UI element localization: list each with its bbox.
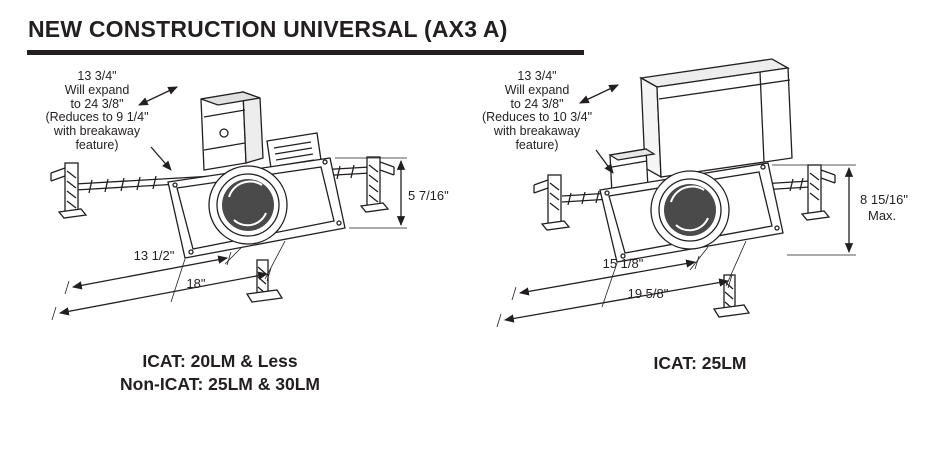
left-mounting-bracket <box>50 162 88 219</box>
note-line: Will expand <box>64 82 130 97</box>
left-width-inner-dimension-label: 13 1/2" <box>133 248 175 263</box>
left-width-outer-dimension-label: 18" <box>186 276 206 291</box>
front-mounting-foot <box>712 274 751 318</box>
width-dimension-outer <box>51 240 286 321</box>
light-aperture <box>208 165 288 245</box>
light-aperture <box>650 170 730 250</box>
note-line: with breakaway <box>493 124 581 139</box>
junction-box <box>200 91 264 171</box>
right-fixture-drawing <box>496 58 856 328</box>
right-height-dimension-label: 8 15/16" <box>860 192 908 207</box>
right-height-dimension-suffix: Max. <box>868 208 897 223</box>
caption-line: ICAT: 25LM <box>653 353 747 373</box>
right-expand-note: 13 3/4" Will expand to 24 3/8" (Reduces … <box>468 69 606 153</box>
right-width-outer-dimension-label: 19 5/8" <box>627 286 669 301</box>
caption-line: Non-ICAT: 25LM & 30LM <box>120 374 320 394</box>
width-dimension-outer <box>496 240 747 328</box>
title-underline <box>27 50 584 55</box>
note-line: 13 3/4" <box>517 69 557 83</box>
plenum-box <box>639 58 793 179</box>
left-fixture-drawing <box>50 86 407 321</box>
height-dimension <box>772 164 856 256</box>
note-line: (Reduces to 10 3/4" <box>481 110 593 125</box>
note-line: feature) <box>75 137 119 152</box>
caption-line: ICAT: 20LM & Less <box>142 351 298 371</box>
note-leader-arrow <box>595 149 614 174</box>
right-mounting-bracket <box>359 156 395 213</box>
note-line: 13 3/4" <box>77 69 117 83</box>
note-line: Will expand <box>504 82 570 97</box>
left-height-dimension-label: 5 7/16" <box>408 188 449 203</box>
note-line: to 24 3/8" <box>510 96 564 111</box>
left-expand-note: 13 3/4" Will expand to 24 3/8" (Reduces … <box>28 69 166 153</box>
note-line: with breakaway <box>53 124 141 139</box>
left-mounting-bracket <box>533 174 571 231</box>
note-leader-arrow <box>150 146 172 171</box>
junction-box <box>608 148 656 195</box>
right-width-inner-dimension-label: 15 1/8" <box>602 256 644 271</box>
note-line: feature) <box>515 137 559 152</box>
expand-dimension-arrow <box>579 84 619 104</box>
page-title: NEW CONSTRUCTION UNIVERSAL (AX3 A) <box>28 16 508 42</box>
expand-dimension-arrow <box>138 86 178 106</box>
right-fixture-caption: ICAT: 25LM <box>590 352 810 375</box>
left-fixture-caption: ICAT: 20LM & Less Non-ICAT: 25LM & 30LM <box>55 350 385 396</box>
height-dimension <box>335 157 407 229</box>
note-line: (Reduces to 9 1/4" <box>45 110 149 125</box>
note-line: to 24 3/8" <box>70 96 124 111</box>
right-mounting-bracket <box>800 164 836 221</box>
front-mounting-foot <box>245 259 284 303</box>
